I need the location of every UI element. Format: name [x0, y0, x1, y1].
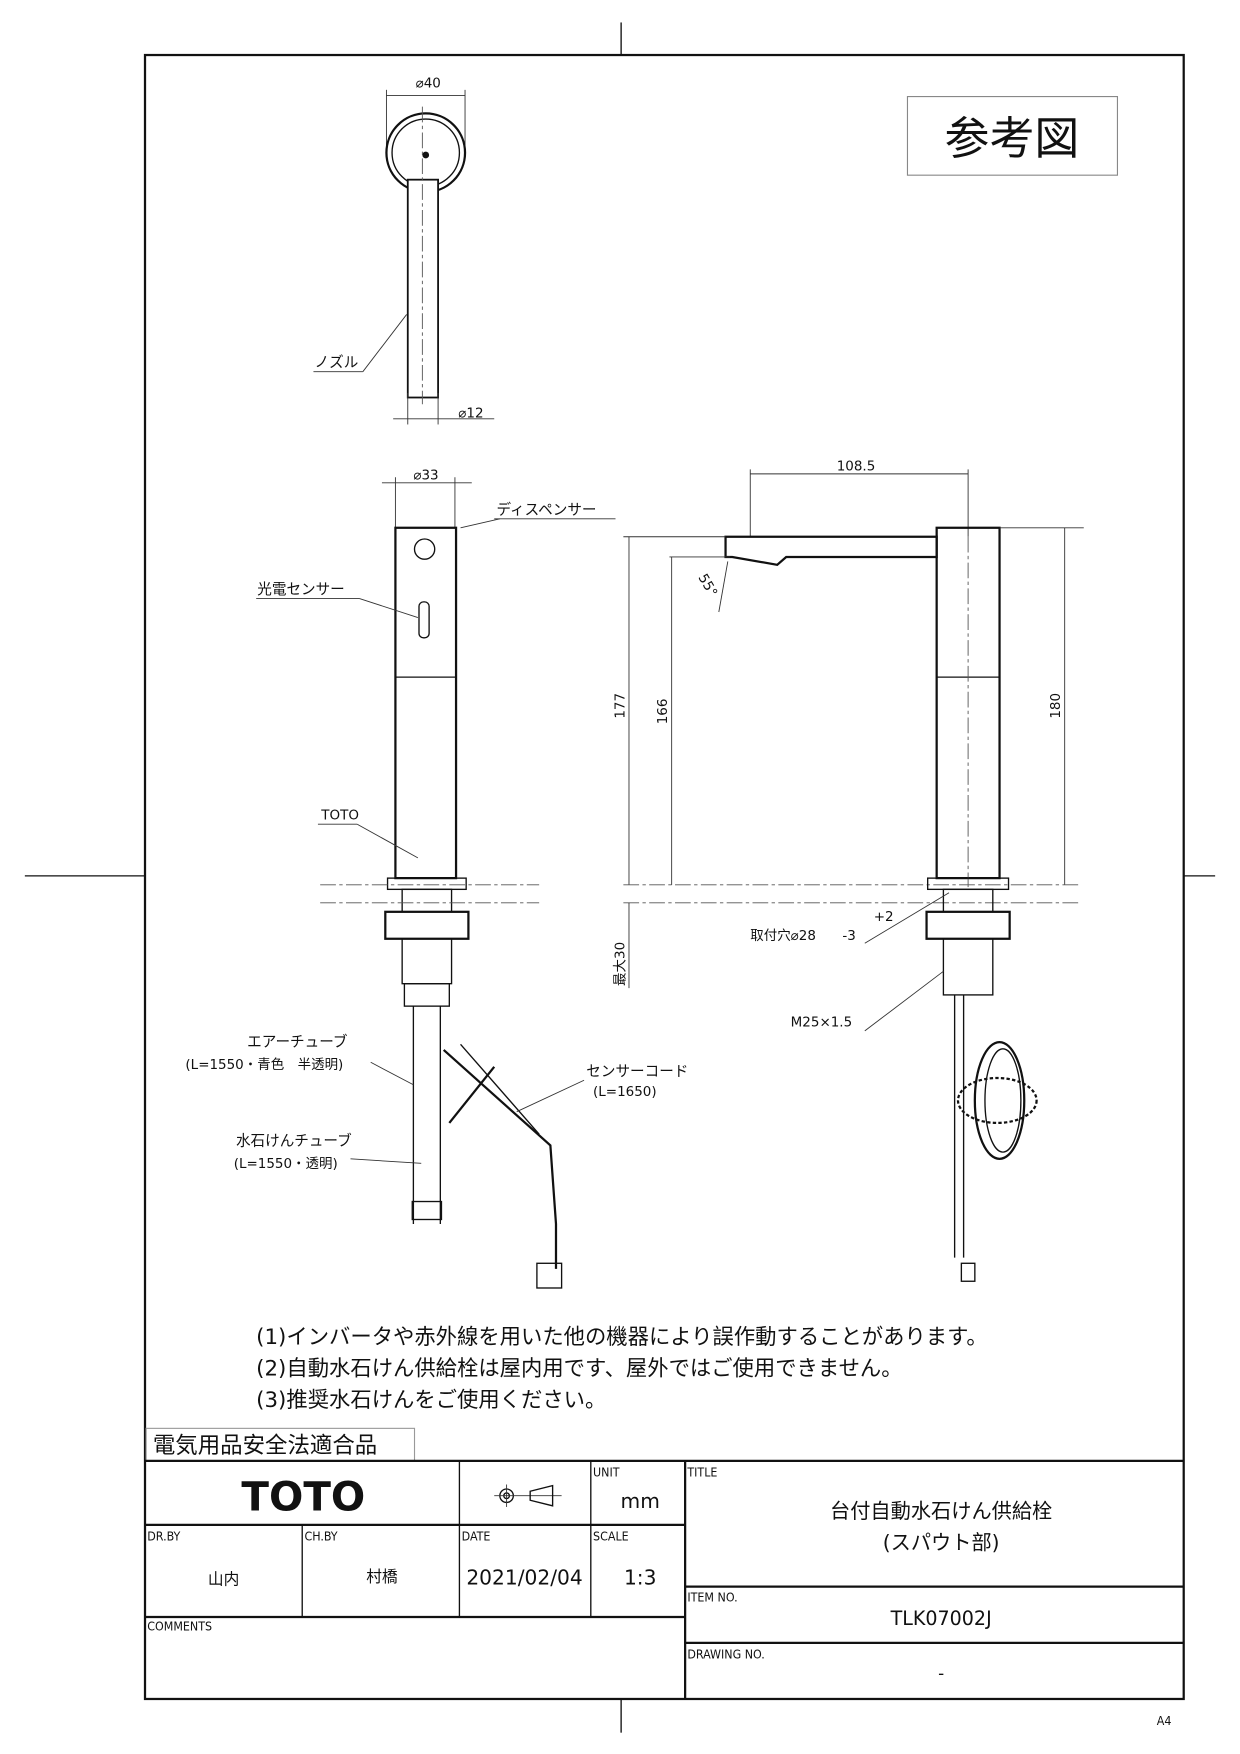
dim-angle: 55° [695, 571, 721, 600]
dim-height-180: 180 [1048, 693, 1064, 719]
sensor-cord-label: センサーコード [586, 1063, 688, 1080]
drawn-by-label: DR.BY [147, 1530, 180, 1544]
nozzle-label: ノズル [315, 354, 359, 371]
toto-logo-label: TOTO [320, 808, 359, 824]
title-line-2: (スパウト部) [883, 1531, 1000, 1555]
hole-tol-minus: -3 [842, 928, 855, 944]
notes: (1)インバータや赤外線を用いた他の機器により誤作動することがあります。 (2)… [256, 1325, 987, 1413]
toto-logo: TOTO [241, 1472, 365, 1520]
unit-label: UNIT [593, 1466, 620, 1480]
drawing-no-label: DRAWING NO. [687, 1648, 764, 1662]
comments-label: COMMENTS [147, 1619, 212, 1633]
item-no: TLK07002J [890, 1608, 992, 1630]
item-no-label: ITEM NO. [687, 1590, 737, 1604]
title-line-1: 台付自動水石けん供給栓 [830, 1499, 1052, 1523]
dim-nozzle-diameter: ⌀12 [458, 406, 483, 422]
scale-value: 1:3 [624, 1565, 657, 1589]
photo-sensor-label: 光電センサー [257, 581, 344, 598]
air-tube-spec: (L=1550・青色 半透明) [185, 1056, 343, 1073]
scale-label: SCALE [593, 1530, 629, 1544]
third-angle-projection-icon [494, 1484, 562, 1507]
sensor-cord-spec: (L=1650) [593, 1084, 657, 1100]
checked-by-label: CH.BY [304, 1530, 337, 1544]
dispenser-label: ディスペンサー [496, 500, 596, 518]
paper-size: A4 [1157, 1714, 1172, 1728]
top-view: ⌀40 ⌀12 ノズル [313, 76, 495, 425]
thread-spec: M25×1.5 [791, 1014, 852, 1030]
checked-by: 村橋 [366, 1567, 398, 1586]
note-3: (3)推奨水石けんをご使用ください。 [256, 1388, 606, 1413]
title-label: TITLE [686, 1466, 717, 1480]
dim-height-177: 177 [612, 693, 628, 719]
dim-height-166: 166 [655, 699, 671, 725]
dim-reach: 108.5 [837, 459, 876, 475]
note-1: (1)インバータや赤外線を用いた他の機器により誤作動することがあります。 [256, 1325, 987, 1350]
drawing-no: - [938, 1663, 944, 1683]
soap-tube-label: 水石けんチューブ [236, 1131, 352, 1149]
stamp-text: 参考図 [945, 112, 1080, 165]
soap-tube-spec: (L=1550・透明) [234, 1156, 338, 1172]
date-value: 2021/02/04 [466, 1565, 582, 1589]
dim-body-diameter: ⌀33 [413, 467, 438, 483]
hole-label: 取付穴⌀28 [750, 928, 816, 944]
reference-stamp: 参考図 [906, 96, 1119, 176]
note-2: (2)自動水石けん供給栓は屋内用です、屋外ではご使用できません。 [256, 1357, 902, 1382]
drawn-by: 山内 [208, 1569, 239, 1588]
hole-tol-plus: +2 [874, 909, 894, 925]
dim-head-diameter: ⌀40 [416, 76, 441, 92]
title-block: 電気用品安全法適合品 TOTO UNIT mm TITLE 台付自動水石けん供給… [145, 1427, 1184, 1728]
air-tube-label: エアーチューブ [247, 1033, 348, 1051]
dim-max-deck: 最大30 [612, 942, 628, 986]
date-label: DATE [462, 1530, 491, 1544]
border-frame [143, 53, 1185, 1701]
unit-value: mm [621, 1489, 660, 1513]
front-view: ⌀33 ディスペンサー 光電センサー TOTO エアーチューブ (L=1550・… [185, 467, 688, 1289]
compliance-label: 電気用品安全法適合品 [153, 1433, 377, 1459]
side-view: 108.5 55° 177 166 180 最大30 +2 取付穴⌀28 -3 [612, 459, 1084, 1282]
